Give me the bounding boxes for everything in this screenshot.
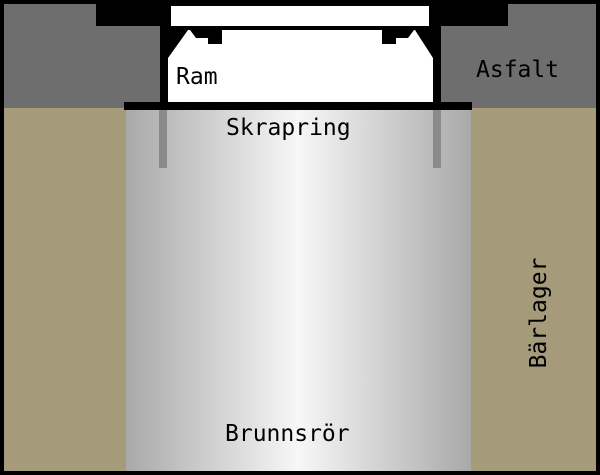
- well-pipe: [126, 108, 471, 471]
- lid-seat-right: [382, 30, 414, 44]
- asphalt-top-right-step: [508, 4, 596, 26]
- frame-wall-right: [433, 24, 441, 106]
- scraper-ring-plate: [124, 102, 472, 110]
- cover-lid-top-plate: [171, 6, 429, 26]
- asphalt-right: [441, 26, 596, 108]
- lid-seat-left: [190, 30, 222, 44]
- asphalt-left: [4, 26, 164, 108]
- base-layer-label: Bärlager: [526, 258, 552, 369]
- frame-interior: [168, 30, 433, 102]
- well-pipe-label: Brunnsrör: [225, 421, 350, 447]
- frame-guide-left: [159, 110, 167, 168]
- asphalt-label: Asfalt: [476, 57, 559, 83]
- frame-label: Ram: [176, 64, 218, 90]
- asphalt-top-left-step: [4, 4, 96, 26]
- scraper-ring-label: Skrapring: [226, 115, 351, 141]
- frame-wall-left: [160, 24, 168, 106]
- frame-guide-right: [433, 110, 441, 168]
